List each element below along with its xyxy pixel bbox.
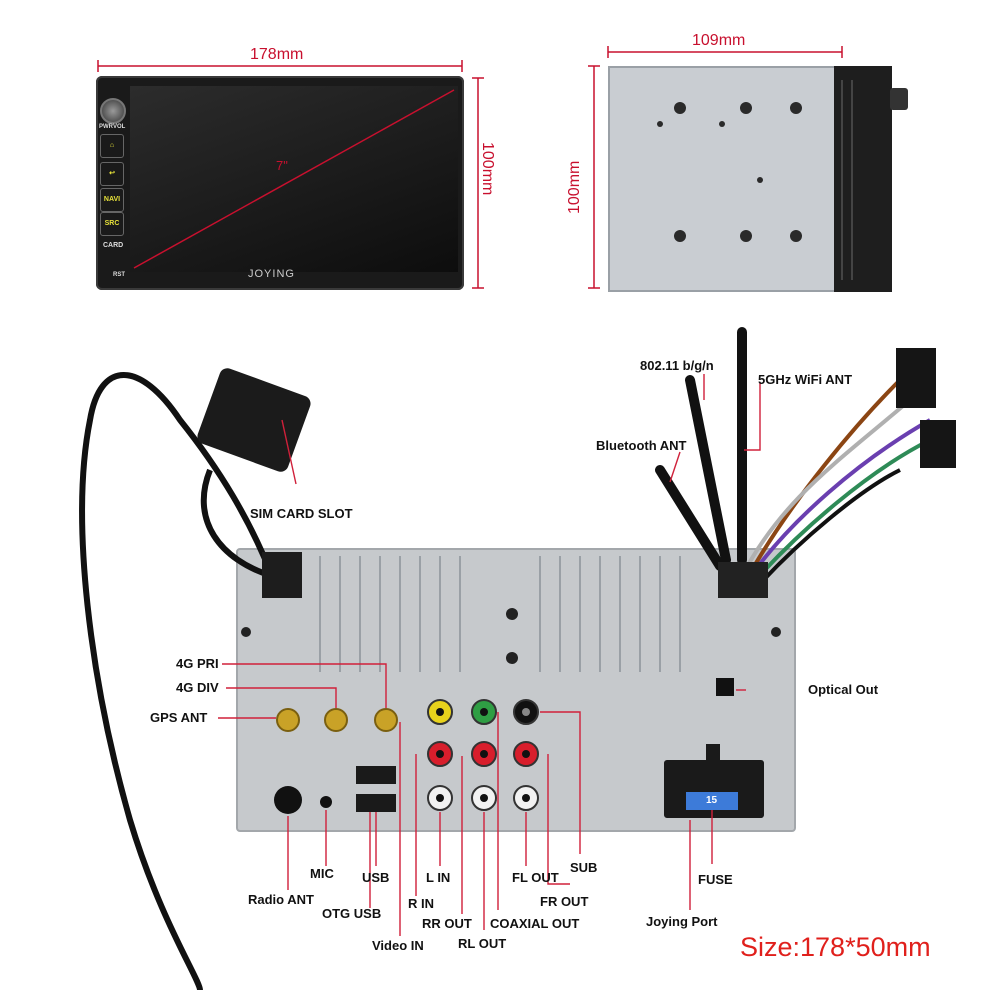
label-joying-port: Joying Port: [646, 914, 718, 929]
label-coaxial-out: COAXIAL OUT: [490, 916, 580, 931]
back-button[interactable]: ↩: [100, 162, 124, 186]
diagonal-label: 7": [276, 158, 288, 173]
reset-label: RST: [113, 272, 125, 278]
label-otg-usb: OTG USB: [322, 906, 382, 921]
label-usb: USB: [362, 870, 390, 885]
back-arrow-icon: ↩: [109, 170, 115, 177]
label-radio-ant: Radio ANT: [248, 892, 314, 907]
card-label: CARD: [103, 242, 124, 249]
label-fl-out: FL OUT: [512, 870, 559, 885]
label-fr-out: FR OUT: [540, 894, 589, 909]
label-wifi-bgn: 802.11 b/g/n: [640, 358, 714, 373]
knob-label-vol: VOL: [113, 124, 126, 130]
label-video-in: Video IN: [372, 938, 424, 953]
home-button[interactable]: ⌂: [100, 134, 124, 158]
label-rl-out: RL OUT: [458, 936, 507, 951]
label-l-in: L IN: [426, 870, 451, 885]
label-sim-card-slot: SIM CARD SLOT: [250, 506, 353, 521]
label-bluetooth-ant: Bluetooth ANT: [596, 438, 687, 453]
src-button[interactable]: SRC: [100, 212, 124, 236]
label-4g-div: 4G DIV: [176, 680, 219, 695]
label-fuse: FUSE: [698, 872, 733, 887]
label-sub: SUB: [570, 860, 598, 875]
label-r-in: R IN: [408, 896, 434, 911]
label-rr-out: RR OUT: [422, 916, 472, 931]
side-chassis: [608, 66, 846, 292]
home-icon: ⌂: [109, 142, 115, 149]
label-mic: MIC: [310, 866, 334, 881]
fuse-value: 15: [706, 795, 718, 806]
knob-label-pwr: PWR: [99, 124, 113, 130]
side-knob: [890, 88, 908, 110]
label-4g-pri: 4G PRI: [176, 656, 219, 671]
navi-button[interactable]: NAVI: [100, 188, 124, 212]
label-wifi-5ghz: 5GHz WiFi ANT: [758, 372, 853, 387]
side-width-label: 109mm: [692, 32, 746, 49]
front-width-label: 178mm: [250, 46, 304, 63]
label-gps-ant: GPS ANT: [150, 710, 208, 725]
size-label: Size:178*50mm: [740, 932, 931, 962]
label-optical-out: Optical Out: [808, 682, 879, 697]
side-front-block: [834, 66, 892, 292]
volume-knob[interactable]: [100, 98, 126, 124]
